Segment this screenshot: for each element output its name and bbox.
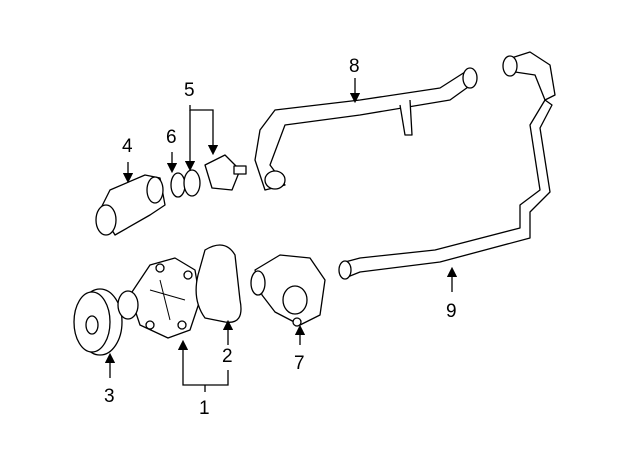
pulley-part-3[interactable] bbox=[73, 288, 123, 356]
water-pump-part-1[interactable] bbox=[117, 257, 201, 339]
gasket-part-2[interactable] bbox=[195, 244, 242, 323]
callout-9: 9 bbox=[446, 301, 457, 322]
callout-5: 5 bbox=[184, 80, 195, 101]
thermostat-housing-part-4[interactable] bbox=[95, 174, 166, 236]
pipe-end-fitting bbox=[338, 260, 352, 280]
callout-8: 8 bbox=[349, 56, 360, 77]
coolant-housing-part-7[interactable] bbox=[250, 254, 326, 327]
callout-6: 6 bbox=[166, 127, 177, 148]
thermostat-part-5b[interactable] bbox=[204, 154, 247, 191]
upper-coolant-pipe-part-8[interactable] bbox=[254, 51, 556, 191]
callout-3: 3 bbox=[104, 386, 115, 407]
callout-1: 1 bbox=[199, 398, 210, 419]
callout-4: 4 bbox=[122, 136, 133, 157]
seal-ring-part-5a[interactable] bbox=[183, 169, 201, 197]
leader-lines bbox=[104, 78, 458, 392]
callout-7: 7 bbox=[294, 353, 305, 374]
o-ring-part-6[interactable] bbox=[170, 172, 186, 198]
lower-coolant-pipe-part-9[interactable] bbox=[344, 99, 553, 279]
callout-2: 2 bbox=[222, 346, 233, 367]
